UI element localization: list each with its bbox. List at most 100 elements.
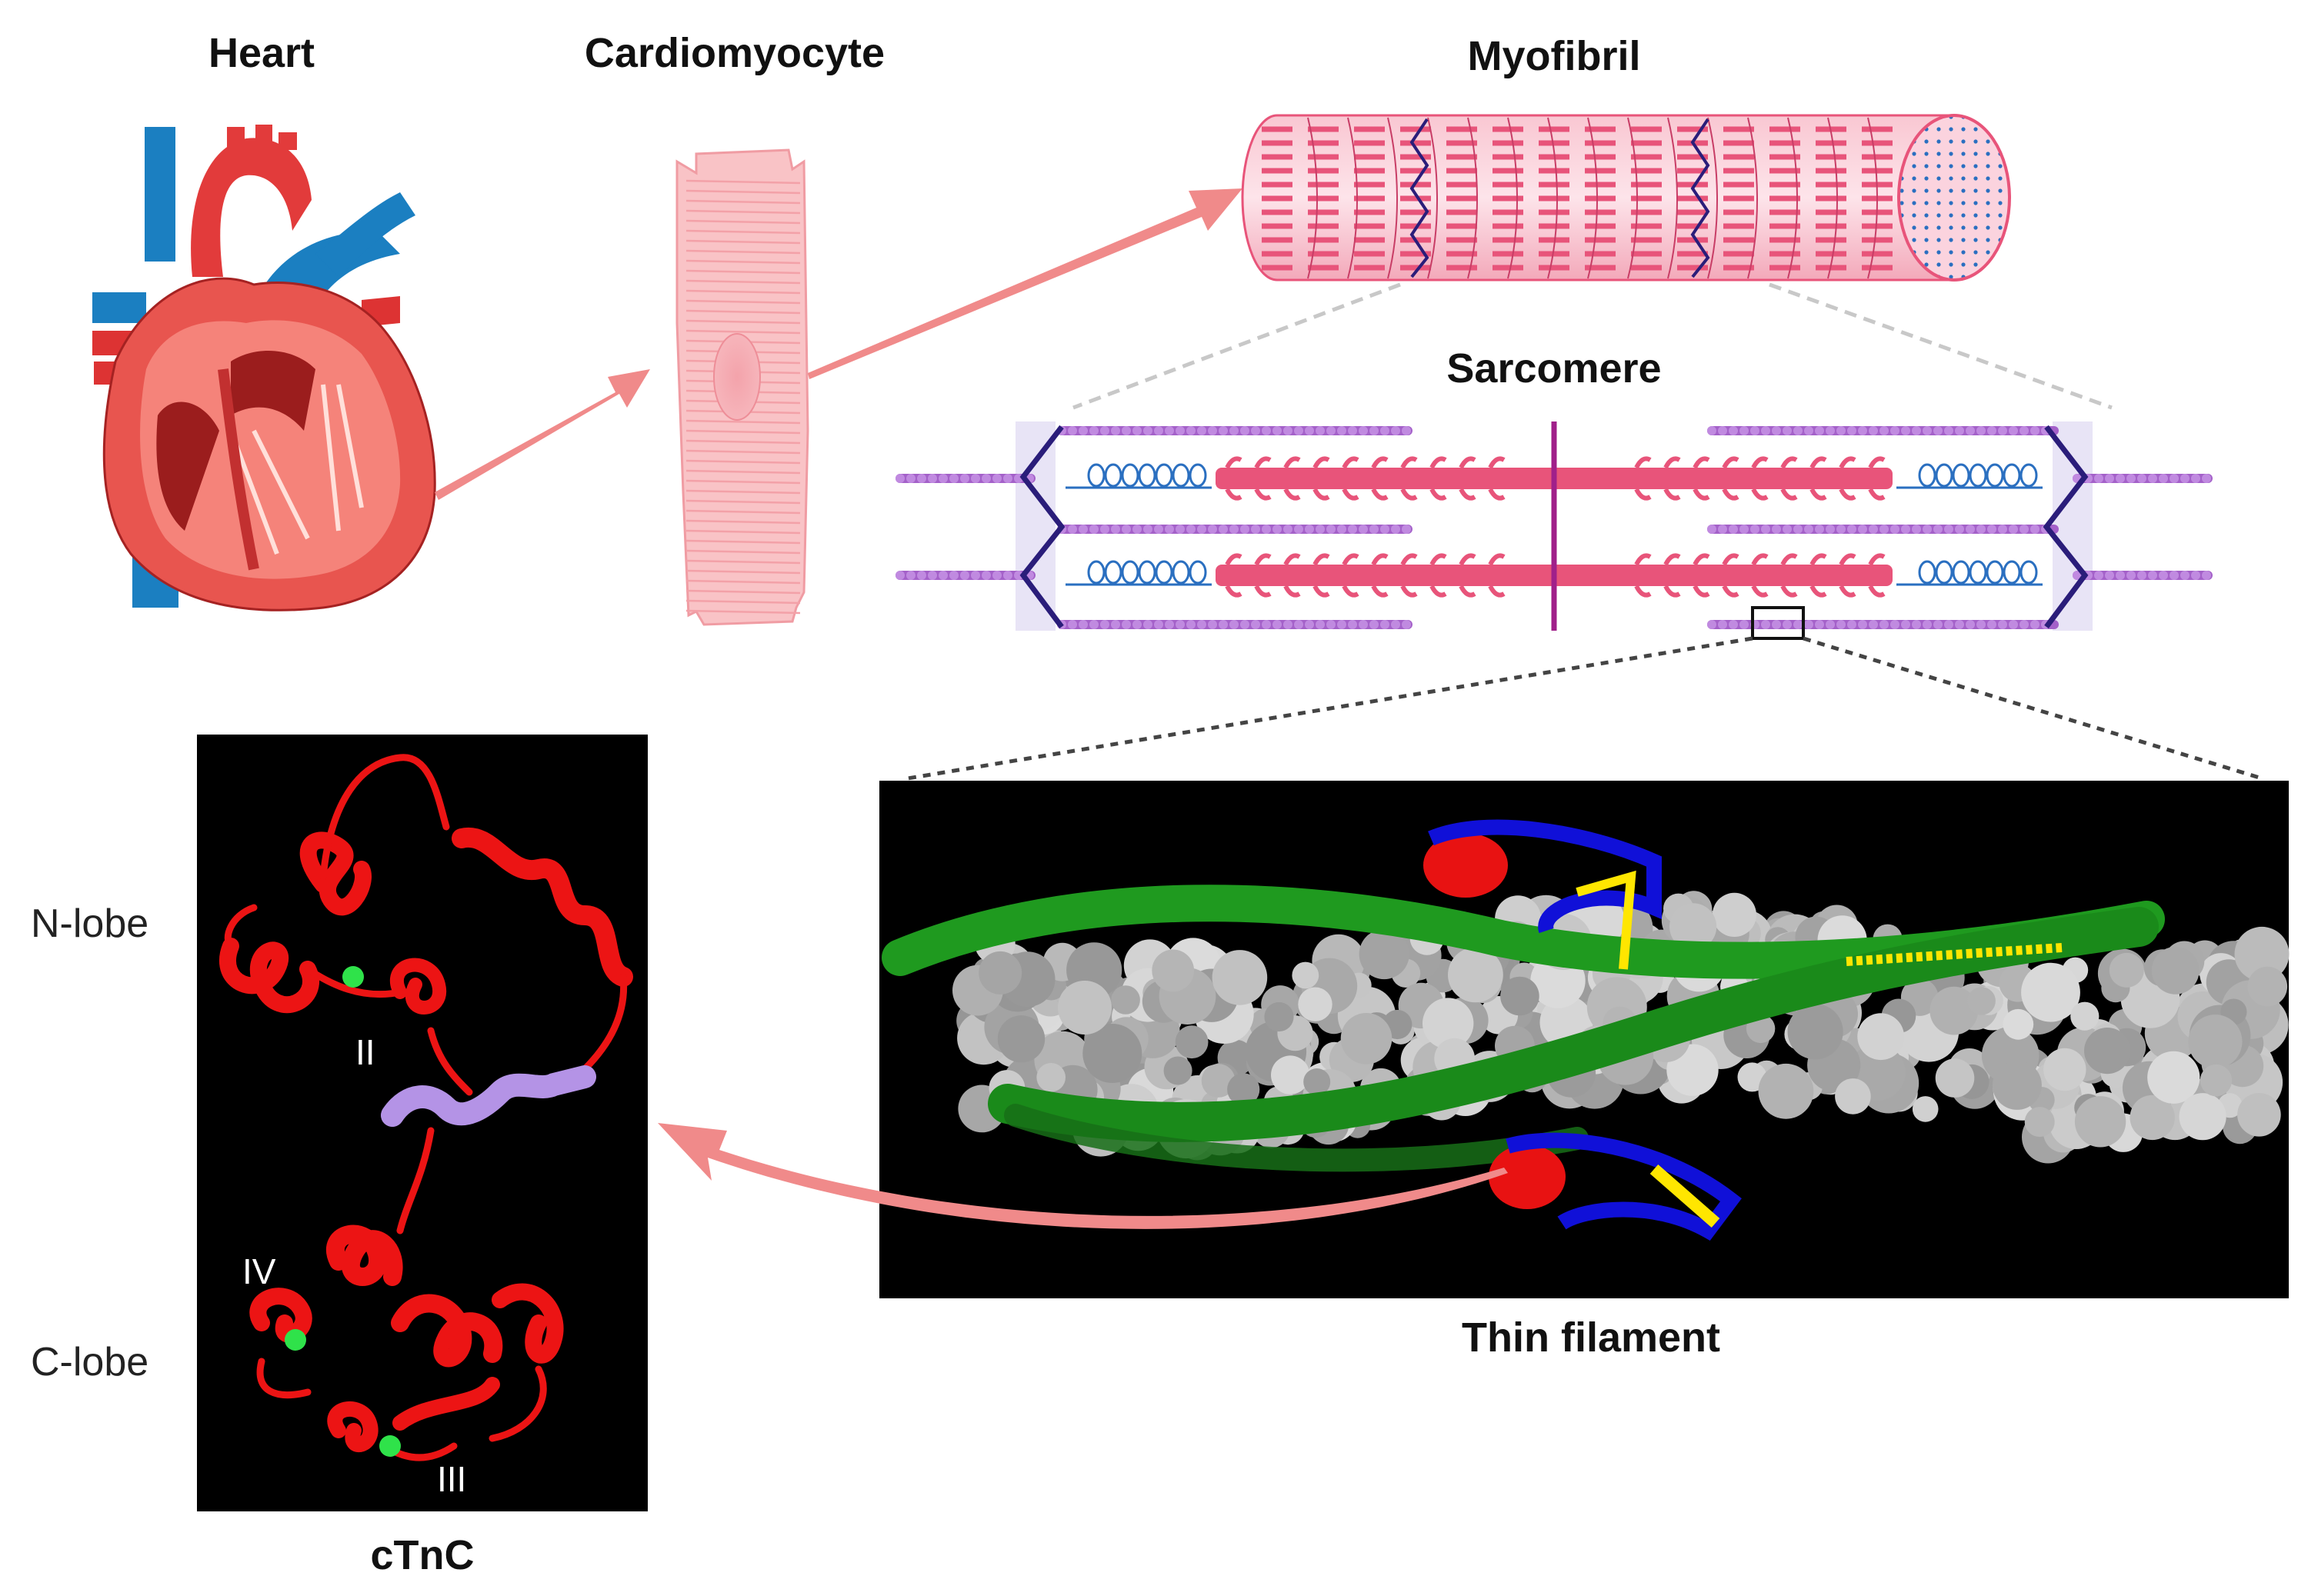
actin-bead [1176, 525, 1185, 534]
actin-bead [1761, 620, 1770, 629]
actin-subunit [1967, 987, 1996, 1015]
striation-line [685, 609, 801, 615]
actin-subunit [1264, 1001, 1294, 1032]
actin-bead [1359, 525, 1368, 534]
actin-subunit [1912, 1096, 1939, 1122]
actin-bead [1858, 525, 1867, 534]
titin-coil [1172, 560, 1190, 585]
actin-bead [1122, 426, 1131, 435]
titin-coil [1155, 463, 1173, 488]
heart-septum [218, 368, 259, 571]
actin-bead [1729, 620, 1738, 629]
striation-line [685, 239, 801, 245]
actin-bead [906, 474, 916, 483]
striation-line [685, 249, 801, 255]
actin-subunit [2043, 1048, 2086, 1091]
actin-bead [1111, 525, 1120, 534]
actin-bead [1100, 525, 1109, 534]
myosin-head [1868, 553, 1886, 598]
actin-subunit [1929, 986, 1979, 1035]
titin-coil [1918, 463, 1936, 488]
calcium-ion-iii [379, 1435, 401, 1457]
actin-bead [1836, 620, 1846, 629]
actin-bead [982, 474, 991, 483]
myofibril-sarcomere-edge [1427, 117, 1438, 279]
site-iv-label: IV [242, 1251, 276, 1291]
sarcomere-zdisc-shade-right [2053, 421, 2093, 631]
cardiomyocyte-to-myofibril-arrow [808, 188, 1242, 379]
striation-line [685, 229, 801, 235]
striation-line [685, 539, 801, 545]
myofibril-sarcomere-edge [1667, 117, 1678, 279]
actin-bead [1176, 426, 1185, 435]
myosin-head [1342, 456, 1359, 501]
actin-subunit [1669, 903, 1717, 951]
actin-subunit [2188, 1015, 2243, 1069]
actin-bead [2009, 620, 2018, 629]
striation-line [685, 499, 801, 505]
actin-bead [1793, 426, 1803, 435]
sarcomere-zoom-lines [907, 636, 2263, 781]
titin-coil [1104, 560, 1122, 585]
actin-bead [992, 571, 1002, 580]
actin-bead [2094, 571, 2103, 580]
titin-coil [2003, 560, 2021, 585]
actin-subunit [2237, 1093, 2281, 1137]
actin-subunit [1163, 1056, 1192, 1085]
actin-bead [1815, 525, 1824, 534]
actin-bead [1348, 525, 1357, 534]
striation-line [685, 579, 801, 585]
striation-line [685, 429, 801, 435]
myosin-head [1809, 553, 1827, 598]
myosin-head [1283, 456, 1301, 501]
actin-bead [1890, 620, 1899, 629]
actin-subunit [2151, 946, 2200, 995]
myosin-head [1459, 553, 1476, 598]
myosin-head [1371, 553, 1389, 598]
actin-bead [1165, 620, 1174, 629]
actin-subunit [1340, 1013, 1392, 1065]
actin-subunit [1835, 1078, 1871, 1115]
actin-subunit [1036, 1063, 1066, 1092]
site-iii-label: III [437, 1459, 467, 1499]
actin-bead [1901, 620, 1910, 629]
actin-bead [2137, 571, 2146, 580]
actin-bead [1003, 474, 1012, 483]
actin-bead [1229, 426, 1239, 435]
actin-bead [1901, 525, 1910, 534]
actin-bead [949, 571, 959, 580]
actin-bead [1294, 525, 1303, 534]
heart-chamber-left [156, 401, 219, 531]
actin-bead [1869, 620, 1878, 629]
titin-coil [1138, 560, 1156, 585]
striation-line [685, 289, 801, 295]
actin-bead [1305, 620, 1314, 629]
actin-bead [1858, 426, 1867, 435]
actin-subunit [979, 951, 1022, 995]
actin-bead [1707, 525, 1716, 534]
titin-coil [1969, 560, 1987, 585]
site-ii-label: II [355, 1032, 375, 1072]
cardiomyocyte-nucleus [713, 333, 761, 421]
actin-bead [1966, 426, 1975, 435]
striation-line [685, 519, 801, 525]
actin-bead [1380, 525, 1389, 534]
actin-bead [1262, 426, 1271, 435]
troponin-complex-top [1423, 819, 1662, 970]
heart-title: Heart [208, 30, 315, 76]
myofibril-sarcomere-edge [1627, 117, 1638, 279]
actin-bead [1739, 525, 1749, 534]
sarcomere-zdisc-shade-left [1016, 421, 1056, 631]
aorta-arch [191, 138, 312, 277]
titin-coil [1969, 463, 1987, 488]
actin-bead [2105, 571, 2114, 580]
actin-subunit [997, 1015, 1046, 1063]
actin-subunit [1857, 1013, 1905, 1061]
actin-bead [1901, 426, 1910, 435]
actin-bead [1294, 426, 1303, 435]
actin-bead [1316, 620, 1325, 629]
myosin-head [1693, 553, 1710, 598]
actin-bead [1718, 426, 1727, 435]
actin-bead [2137, 474, 2146, 483]
actin-bead [2159, 474, 2168, 483]
